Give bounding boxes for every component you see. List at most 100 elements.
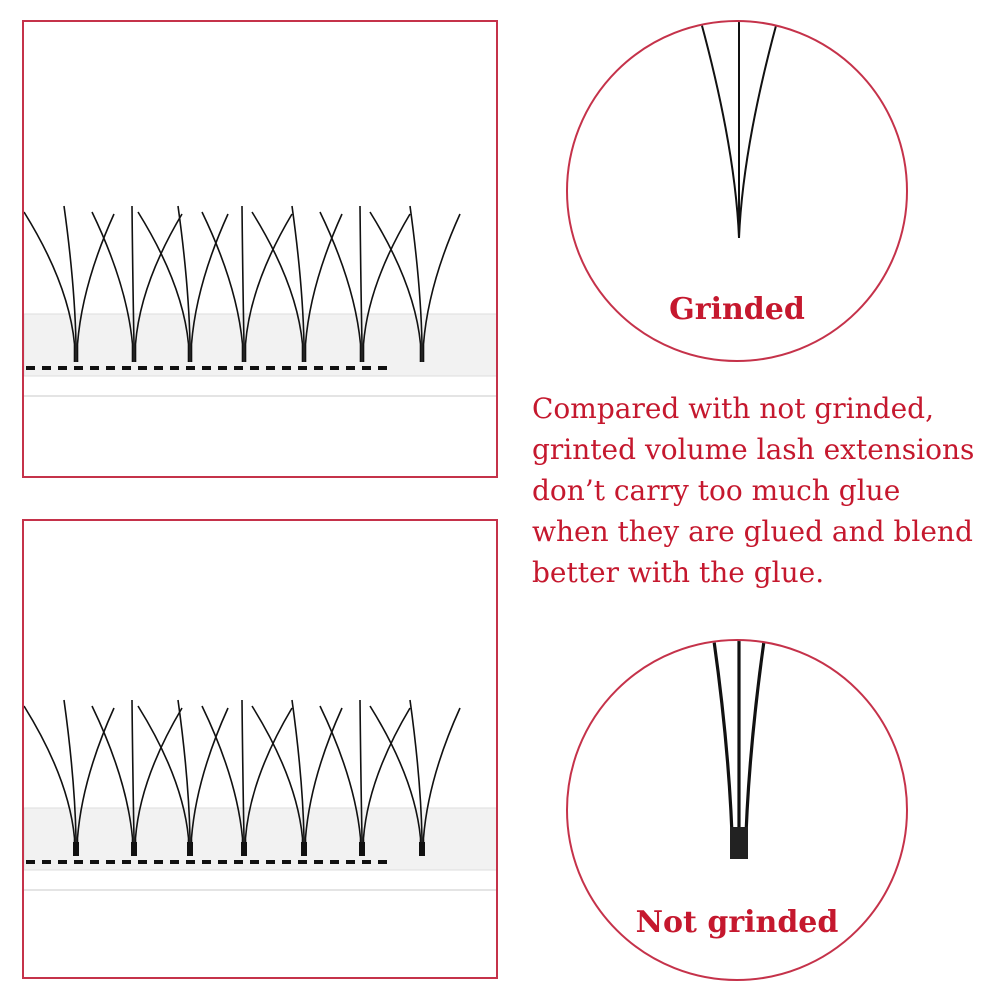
tape-dash xyxy=(90,860,99,864)
tape-dash xyxy=(298,860,307,864)
tape-dash xyxy=(26,366,35,370)
lash-base xyxy=(359,842,365,856)
lash-fiber xyxy=(251,211,304,362)
not-grinded-closeup-circle: Not grinded xyxy=(566,639,908,981)
lash-fiber xyxy=(201,705,244,856)
tape-dash xyxy=(138,860,147,864)
lash-fiber xyxy=(244,213,293,362)
lash-fiber xyxy=(190,213,229,362)
tape-dash xyxy=(154,860,163,864)
tape-dash xyxy=(234,860,243,864)
lash-fiber xyxy=(362,213,411,362)
grinded-lash-photo-panel xyxy=(22,20,498,478)
grinded-label: Grinded xyxy=(669,292,805,327)
lash-strip-illustration xyxy=(24,699,496,891)
not-grinded-base xyxy=(730,827,748,859)
lash-fiber xyxy=(177,699,191,856)
lash-fiber xyxy=(91,705,134,856)
description-line: when they are glued and blend xyxy=(532,515,973,548)
tape-dash xyxy=(170,860,179,864)
lash-fiber xyxy=(422,707,461,856)
lash-fiber xyxy=(291,205,305,362)
lash-fiber xyxy=(422,213,461,362)
tape-dash xyxy=(346,366,355,370)
lash-fiber xyxy=(177,205,191,362)
lash-strip-illustration xyxy=(24,205,496,397)
lash-fiber xyxy=(91,211,134,362)
tape-dash xyxy=(26,860,35,864)
lash-fiber xyxy=(131,205,135,362)
tape-dash xyxy=(122,366,131,370)
tape-dash xyxy=(42,366,51,370)
tape-dash xyxy=(282,366,291,370)
tape-dash xyxy=(250,860,259,864)
tape-dash xyxy=(378,366,387,370)
lash-fiber xyxy=(241,205,245,362)
grinded-closeup-circle: Grinded xyxy=(566,20,908,362)
tape-dash xyxy=(314,366,323,370)
tape-dash xyxy=(298,366,307,370)
lash-fiber xyxy=(304,707,343,856)
lash-fiber xyxy=(63,699,77,856)
tape-dash xyxy=(314,860,323,864)
lash-fiber xyxy=(409,699,423,856)
tape-dash xyxy=(250,366,259,370)
lash-fiber xyxy=(319,211,362,362)
lash-fiber xyxy=(369,211,422,362)
lash-fiber xyxy=(137,705,190,856)
not-grinded-fan-illustration xyxy=(712,641,766,859)
lash-fiber xyxy=(409,205,423,362)
tape-dash xyxy=(122,860,131,864)
lash-fiber xyxy=(362,707,411,856)
tape-dash xyxy=(346,860,355,864)
lash-fiber xyxy=(137,211,190,362)
tape-dash xyxy=(330,860,339,864)
grinded-fiber xyxy=(738,22,778,239)
grinded-fan-illustration xyxy=(700,22,778,239)
tape-dash xyxy=(58,860,67,864)
description-line: Compared with not grinded, xyxy=(532,392,934,425)
tape-dash xyxy=(186,366,195,370)
lash-base xyxy=(301,842,307,856)
tape-dash xyxy=(378,860,387,864)
tape-dash xyxy=(266,366,275,370)
lash-fiber xyxy=(134,213,183,362)
description-line: better with the glue. xyxy=(532,556,825,589)
lash-fiber xyxy=(319,705,362,856)
grinded-fiber xyxy=(700,22,740,239)
lash-fiber xyxy=(201,211,244,362)
tape-dash xyxy=(186,860,195,864)
description-line: grinted volume lash extensions xyxy=(532,433,975,466)
tape-dash xyxy=(106,860,115,864)
tape-dash xyxy=(282,860,291,864)
tape-dash xyxy=(74,366,83,370)
description-line: don’t carry too much glue xyxy=(532,474,901,507)
tape-dash xyxy=(218,860,227,864)
lash-fiber xyxy=(244,707,293,856)
tape-dash xyxy=(266,860,275,864)
lash-base xyxy=(241,842,247,856)
lash-fiber xyxy=(369,705,422,856)
tape-dash xyxy=(90,366,99,370)
lash-fiber xyxy=(76,213,115,362)
lash-fiber xyxy=(359,205,363,362)
comparison-description: Compared with not grinded, grinted volum… xyxy=(532,388,992,593)
tape-dash xyxy=(218,366,227,370)
lash-fiber xyxy=(359,699,363,856)
lash-base xyxy=(73,842,79,856)
lash-fiber xyxy=(190,707,229,856)
tape-dash xyxy=(58,366,67,370)
tape-dash xyxy=(138,366,147,370)
lash-fiber xyxy=(251,705,304,856)
tape-dash xyxy=(330,366,339,370)
lash-fiber xyxy=(131,699,135,856)
lash-fiber xyxy=(24,211,76,362)
tape-dash xyxy=(74,860,83,864)
lash-fiber xyxy=(241,699,245,856)
tape-dash xyxy=(234,366,243,370)
lash-fiber xyxy=(304,213,343,362)
lash-fiber xyxy=(134,707,183,856)
lash-fiber xyxy=(76,707,115,856)
tape-dash xyxy=(170,366,179,370)
tape-dash xyxy=(154,366,163,370)
